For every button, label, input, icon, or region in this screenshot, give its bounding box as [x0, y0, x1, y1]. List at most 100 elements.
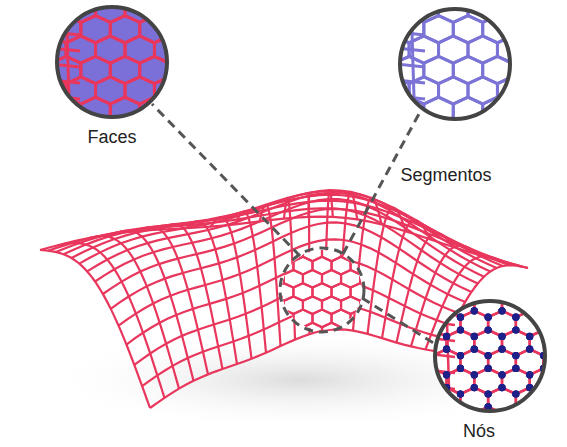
joint-node: [485, 326, 492, 333]
hex-cell: [255, 257, 274, 275]
joint-node: [457, 352, 464, 359]
faces-inset: [22, 0, 228, 145]
joint-node: [526, 346, 533, 353]
joint-node: [512, 314, 519, 321]
joint-node: [540, 390, 547, 397]
hex-cell: [530, 292, 558, 318]
joint-node: [512, 326, 519, 333]
joint-node: [526, 294, 533, 301]
joint-node: [540, 314, 547, 321]
hex-cell: [140, 97, 169, 124]
joint-node: [554, 422, 561, 429]
joint-node: [471, 346, 478, 353]
joint-node: [526, 333, 533, 340]
quad-line: [430, 338, 455, 341]
joint-node: [471, 307, 478, 314]
joint-node: [485, 390, 492, 397]
quad-line: [50, 112, 80, 115]
joint-node: [443, 410, 450, 417]
leader-line: [152, 104, 300, 256]
joint-node: [526, 333, 533, 340]
joint-node: [526, 410, 533, 417]
hex-cell: [557, 330, 567, 356]
hex-cell: [497, 118, 526, 145]
hex-cell: [542, 56, 567, 83]
hex-cell: [370, 283, 389, 301]
joint-node: [498, 346, 505, 353]
joint-node: [526, 346, 533, 353]
hex-cell: [544, 349, 567, 375]
joint-node: [429, 314, 436, 321]
joint-node: [498, 371, 505, 378]
joint-node: [554, 333, 561, 340]
joint-node: [471, 333, 478, 340]
hex-cell: [274, 310, 293, 328]
joint-node: [526, 422, 533, 429]
joint-node: [554, 307, 561, 314]
joint-node: [498, 333, 505, 340]
quad-line: [395, 16, 425, 19]
joint-node: [471, 384, 478, 391]
joint-node: [429, 326, 436, 333]
joint-node: [540, 314, 547, 321]
joint-node: [485, 314, 492, 321]
joint-node: [498, 346, 505, 353]
joint-node: [471, 371, 478, 378]
joint-node: [498, 371, 505, 378]
quad-line: [50, 64, 80, 67]
hex-cell: [512, 97, 541, 124]
joint-node: [443, 371, 450, 378]
hex-cell: [312, 230, 331, 248]
joint-node: [457, 314, 464, 321]
hex-cell: [169, 16, 198, 43]
joint-node: [554, 333, 561, 340]
joint-node: [540, 403, 547, 410]
hex-cell: [341, 323, 360, 341]
joint-node: [457, 365, 464, 372]
joint-node: [415, 371, 422, 378]
joint-node: [540, 429, 547, 436]
joint-node: [512, 352, 519, 359]
quad-line: [395, 0, 425, 3]
hex-cell: [184, 36, 213, 63]
joint-node: [443, 410, 450, 417]
joint-node: [471, 371, 478, 378]
joint-node: [498, 384, 505, 391]
hex-cell: [154, 118, 183, 145]
hex-cell: [497, 0, 526, 22]
hex-cell: [312, 336, 331, 354]
quad-line: [430, 418, 455, 421]
hex-cell: [394, 97, 423, 124]
joint-node: [554, 410, 561, 417]
joint-node: [498, 371, 505, 378]
joint-node: [415, 371, 422, 378]
joint-node: [471, 333, 478, 340]
joint-node: [457, 429, 464, 436]
joint-node: [471, 346, 478, 353]
joint-node: [512, 365, 519, 372]
joint-node: [457, 326, 464, 333]
hex-cell: [439, 118, 468, 145]
joint-node: [554, 346, 561, 353]
leader-line: [362, 298, 438, 346]
joint-node: [512, 314, 519, 321]
mesh-line: [150, 329, 440, 408]
quad-line: [50, 0, 80, 3]
quad-line: [430, 402, 455, 405]
joint-node: [415, 384, 422, 391]
joint-node: [512, 314, 519, 321]
joint-node: [512, 390, 519, 397]
joint-node: [429, 390, 436, 397]
joint-node: [485, 352, 492, 359]
joint-node: [498, 384, 505, 391]
joint-node: [554, 307, 561, 314]
joint-node: [540, 314, 547, 321]
joint-node: [471, 371, 478, 378]
joint-node: [471, 384, 478, 391]
joint-node: [554, 371, 561, 378]
joint-node: [457, 288, 464, 295]
hex-cell: [365, 56, 394, 83]
joint-node: [429, 403, 436, 410]
joint-node: [415, 346, 422, 353]
hex-cell: [22, 56, 51, 83]
